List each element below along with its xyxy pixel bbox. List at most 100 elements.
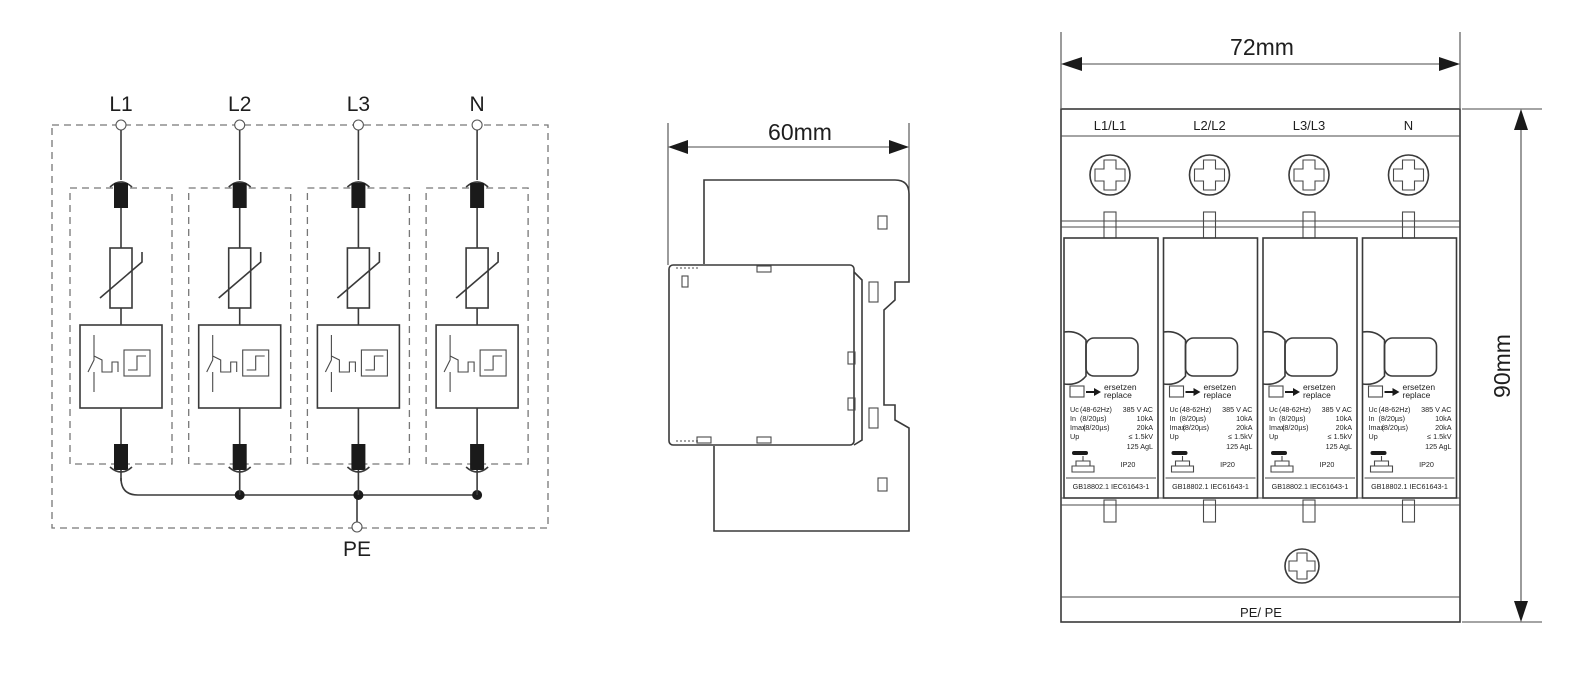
base-window-top — [877, 215, 888, 230]
spec-cond: (8/20µs) — [1282, 423, 1309, 432]
standards-text: GB18802.1 IEC61643-1 — [1073, 482, 1150, 491]
terminal-screw-cross — [1293, 159, 1325, 191]
indicator-box — [123, 349, 151, 377]
din-clip-top — [868, 281, 879, 303]
pole-module: N ersetzen replace Uc (48-62Hz) 385 V AC… — [1361, 118, 1458, 523]
ground-screw-cross — [1288, 552, 1316, 580]
enclosure-outline — [51, 124, 549, 529]
spec-fuse: 125 AgL — [1326, 442, 1352, 451]
side-view: 60mm — [667, 119, 910, 532]
replace-arrow-icon — [1285, 388, 1300, 396]
phase-protector: L1 — [69, 93, 173, 481]
ground-screw — [1284, 548, 1320, 584]
spec-value: ≤ 1.5kV — [1129, 432, 1154, 441]
module-clip-bottom — [756, 436, 772, 444]
pole-module: L1/L1 ersetzen replace Uc (48-62Hz) 385 … — [1063, 118, 1159, 523]
upper-latch — [1103, 211, 1117, 239]
front-height-label: 90mm — [1489, 334, 1515, 398]
terminal-screw-cross — [1094, 159, 1126, 191]
phase-terminal — [471, 119, 483, 131]
thermal-switch-symbol — [206, 335, 238, 392]
spec-cond: (8/20µs) — [1279, 414, 1306, 423]
phase-terminal — [234, 119, 246, 131]
spec-value: 10kA — [1137, 414, 1154, 423]
front-view: 72mm 90mm PE/ PE L1/L1 — [1060, 32, 1542, 623]
ground-bus — [120, 477, 478, 496]
pole-module: L3/L3 ersetzen replace Uc (48-62Hz) 385 … — [1262, 118, 1358, 523]
spec-symbol: Uc — [1369, 405, 1378, 414]
indicator-symbol — [246, 355, 265, 371]
thermal-switch-symbol — [324, 335, 356, 392]
handle-tab — [1383, 337, 1438, 377]
spec-cond: (8/20µs) — [1080, 414, 1107, 423]
fuse-symbol — [1370, 451, 1387, 455]
spec-value: 10kA — [1435, 414, 1452, 423]
replace-text-en: replace — [1303, 390, 1331, 400]
front-housing — [1060, 108, 1461, 623]
status-window-icon — [1367, 385, 1384, 398]
lower-latch — [1202, 499, 1217, 523]
spec-fuse: 125 AgL — [1226, 442, 1252, 451]
ground-terminal-label: PE/ PE — [1240, 605, 1282, 620]
spec-fuse: 125 AgL — [1127, 442, 1153, 451]
spec-value: 20kA — [1137, 423, 1154, 432]
ground-symbol-icon — [1071, 456, 1095, 473]
spec-cond: (48-62Hz) — [1379, 405, 1411, 414]
spec-table: Uc (48-62Hz) 385 V AC In (8/20µs) 10kA I… — [1369, 405, 1452, 451]
plug-contact-top — [228, 181, 252, 188]
handle-tab — [1085, 337, 1139, 377]
plug-bottom — [114, 444, 128, 470]
spec-symbol: In — [1269, 414, 1275, 423]
front-width-arrow-left — [1061, 57, 1082, 71]
terminal-screw-cross — [1193, 159, 1226, 191]
replace-text-de: ersetzen — [1204, 382, 1237, 392]
plug-bottom — [470, 444, 485, 470]
spec-table: Uc (48-62Hz) 385 V AC In (8/20µs) 10kA I… — [1269, 405, 1352, 451]
replace-text-en: replace — [1403, 390, 1431, 400]
standards-text: GB18802.1 IEC61643-1 — [1172, 482, 1249, 491]
status-window-icon — [1268, 385, 1284, 398]
spec-value: 10kA — [1336, 414, 1353, 423]
terminal-label: L2/L2 — [1193, 118, 1226, 133]
status-window-icon — [1069, 385, 1085, 398]
pole-module: L2/L2 ersetzen replace Uc (48-62Hz) 385 … — [1162, 118, 1259, 523]
varistor-body — [227, 247, 252, 309]
varistor-slash — [99, 252, 143, 299]
terminal-screw-cross — [1392, 159, 1425, 191]
spec-cond: (48-62Hz) — [1180, 405, 1212, 414]
indicator-symbol — [365, 355, 384, 371]
plug-in-module — [668, 264, 855, 446]
spec-cond: (48-62Hz) — [1279, 405, 1311, 414]
spec-cond: (8/20µs) — [1379, 414, 1406, 423]
handle-tab — [1184, 337, 1239, 377]
ground-screw-head — [1284, 548, 1320, 584]
module-edge — [853, 271, 863, 446]
spec-symbol: In — [1070, 414, 1076, 423]
front-width-arrow-right — [1439, 57, 1460, 71]
spec-symbol: In — [1369, 414, 1375, 423]
spec-symbol: Uc — [1269, 405, 1278, 414]
varistor-body — [465, 247, 489, 309]
terminal-screw-head — [1188, 154, 1231, 196]
status-window-icon — [1168, 385, 1185, 398]
phase-terminal — [352, 119, 364, 131]
upper-latch — [1302, 211, 1316, 239]
terminal-label: L3/L3 — [1293, 118, 1326, 133]
spec-symbol: In — [1170, 414, 1176, 423]
handle-grip — [1362, 330, 1386, 386]
replace-arrow-icon — [1086, 388, 1101, 396]
pole-module-group: L2/L2 ersetzen replace Uc (48-62Hz) 385 … — [1162, 118, 1458, 523]
spec-value: ≤ 1.5kV — [1427, 432, 1452, 441]
spec-value: 20kA — [1236, 423, 1253, 432]
replace-text-de: ersetzen — [1303, 382, 1336, 392]
module-face — [1162, 237, 1259, 499]
spec-symbol: Up — [1070, 432, 1079, 441]
spec-value: 385 V AC — [1322, 405, 1352, 414]
varistor-slash — [218, 252, 262, 299]
spec-cond: (8/20µs) — [1183, 423, 1210, 432]
terminal-label: N — [1404, 118, 1413, 133]
spec-symbol: Up — [1269, 432, 1278, 441]
varistor-slash — [336, 252, 381, 299]
side-dim-arrow-right — [889, 140, 909, 154]
spec-symbol: Imax — [1369, 423, 1385, 432]
